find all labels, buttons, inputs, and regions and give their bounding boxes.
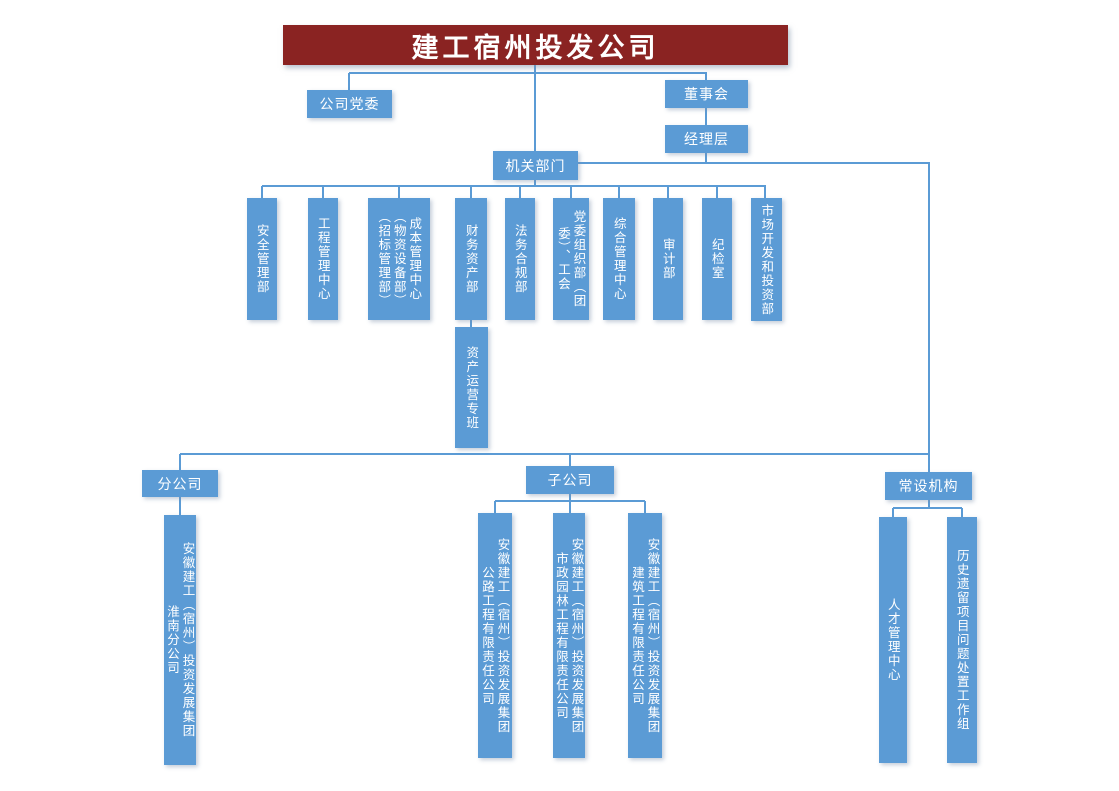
branch-companies-header-label: 分公司 [157, 476, 203, 493]
talent-management-center: 人才管理中心 [879, 517, 907, 763]
dept-discipline-inspection-label: 纪检室 [709, 238, 725, 280]
standing-bodies-header: 常设机构 [885, 472, 972, 500]
dept-legal-compliance-label: 法务合规部 [512, 224, 528, 294]
talent-management-center-label: 人才管理中心 [885, 598, 901, 682]
connector-line [569, 454, 571, 466]
dept-party-org-union: 党委组织部（团 委）、工会 [553, 198, 589, 320]
connector-line [534, 180, 536, 187]
connector-line [705, 73, 707, 81]
party-committee-label: 公司党委 [319, 97, 380, 113]
connector-line [618, 186, 620, 198]
branch-companies-header: 分公司 [142, 470, 218, 497]
standing-bodies-header-label: 常设机构 [898, 479, 959, 495]
connector-line [716, 186, 718, 198]
asset-operation-team-label: 资产运营专班 [464, 345, 480, 430]
connector-line [348, 73, 350, 90]
subsidiary-highway-label: 安徽建工（宿州）投资发展集团 公路工程有限责任公司 [480, 537, 511, 734]
dept-general-admin-label: 综合管理中心 [611, 217, 627, 301]
connector-line [569, 501, 571, 513]
subsidiary-construction-label: 安徽建工（宿州）投资发展集团 建筑工程有限责任公司 [630, 537, 661, 734]
legacy-issues-workgroup: 历史遗留项目问题处置工作组 [947, 517, 977, 763]
dept-discipline-inspection: 纪检室 [702, 198, 732, 320]
subsidiaries-header-label: 子公司 [547, 473, 593, 489]
root-company-label: 建工宿州投发公司 [411, 32, 660, 64]
connector-line [470, 186, 472, 198]
dept-safety-label: 安全管理部 [254, 224, 270, 294]
dept-audit-label: 审计部 [660, 238, 676, 280]
dept-engineering: 工程管理中心 [308, 198, 338, 320]
connector-line [534, 65, 536, 151]
connector-line [519, 186, 521, 198]
dept-cost-management-label: 成本管理中心 （物资设备部） （招标管理部） [376, 210, 423, 308]
connector-line [928, 500, 930, 508]
connector-line [570, 186, 572, 198]
subsidiaries-header: 子公司 [526, 466, 614, 494]
board-of-directors: 董事会 [665, 80, 748, 108]
connector-line [705, 108, 707, 125]
dept-legal-compliance: 法务合规部 [505, 198, 535, 320]
dept-safety: 安全管理部 [247, 198, 277, 320]
dept-audit: 审计部 [653, 198, 683, 320]
connector-line [322, 186, 324, 198]
dept-cost-management: 成本管理中心 （物资设备部） （招标管理部） [368, 198, 430, 320]
board-of-directors-label: 董事会 [684, 87, 729, 103]
root-company: 建工宿州投发公司 [283, 25, 788, 65]
subsidiary-municipal-garden: 安徽建工（宿州）投资发展集团 市政园林工程有限责任公司 [553, 513, 585, 758]
connector-line [705, 153, 707, 164]
connector-line [261, 186, 263, 198]
connector-line [179, 454, 181, 470]
connector-line [262, 185, 766, 187]
connector-line [179, 497, 181, 515]
asset-operation-team: 资产运营专班 [455, 327, 488, 448]
head-office-depts-label: 机关部门 [505, 158, 566, 175]
connector-line [928, 163, 930, 472]
connector-line [494, 501, 496, 513]
dept-finance-assets: 财务资产部 [455, 198, 487, 320]
subsidiary-municipal-garden-label: 安徽建工（宿州）投资发展集团 市政园林工程有限责任公司 [554, 537, 585, 734]
management-level-label: 经理层 [684, 132, 729, 148]
connector-line [892, 508, 894, 517]
connector-line [569, 494, 571, 501]
connector-line [764, 186, 766, 198]
dept-finance-assets-label: 财务资产部 [463, 224, 479, 294]
connector-line [667, 186, 669, 198]
dept-engineering-label: 工程管理中心 [315, 217, 331, 301]
dept-market-dev-investment: 市场开发和投资部 [751, 198, 782, 321]
connector-line [398, 186, 400, 198]
subsidiary-construction: 安徽建工（宿州）投资发展集团 建筑工程有限责任公司 [628, 513, 662, 758]
connector-line [349, 72, 707, 74]
dept-party-org-union-label: 党委组织部（团 委）、工会 [556, 210, 587, 308]
head-office-depts: 机关部门 [493, 151, 578, 180]
branch-huainan-label: 安徽建工（宿州）投资发展集团 淮南分公司 [165, 542, 196, 738]
connector-line [180, 453, 929, 455]
subsidiary-highway: 安徽建工（宿州）投资发展集团 公路工程有限责任公司 [478, 513, 512, 758]
connector-line [578, 162, 930, 164]
legacy-issues-workgroup-label: 历史遗留项目问题处置工作组 [954, 549, 970, 731]
management-level: 经理层 [665, 125, 748, 153]
branch-huainan: 安徽建工（宿州）投资发展集团 淮南分公司 [164, 515, 196, 765]
connector-line [470, 320, 472, 327]
dept-general-admin: 综合管理中心 [603, 198, 635, 320]
connector-line [893, 507, 962, 509]
dept-market-dev-investment-label: 市场开发和投资部 [759, 203, 775, 316]
connector-line [644, 501, 646, 513]
connector-line [961, 508, 963, 517]
party-committee: 公司党委 [307, 90, 392, 118]
